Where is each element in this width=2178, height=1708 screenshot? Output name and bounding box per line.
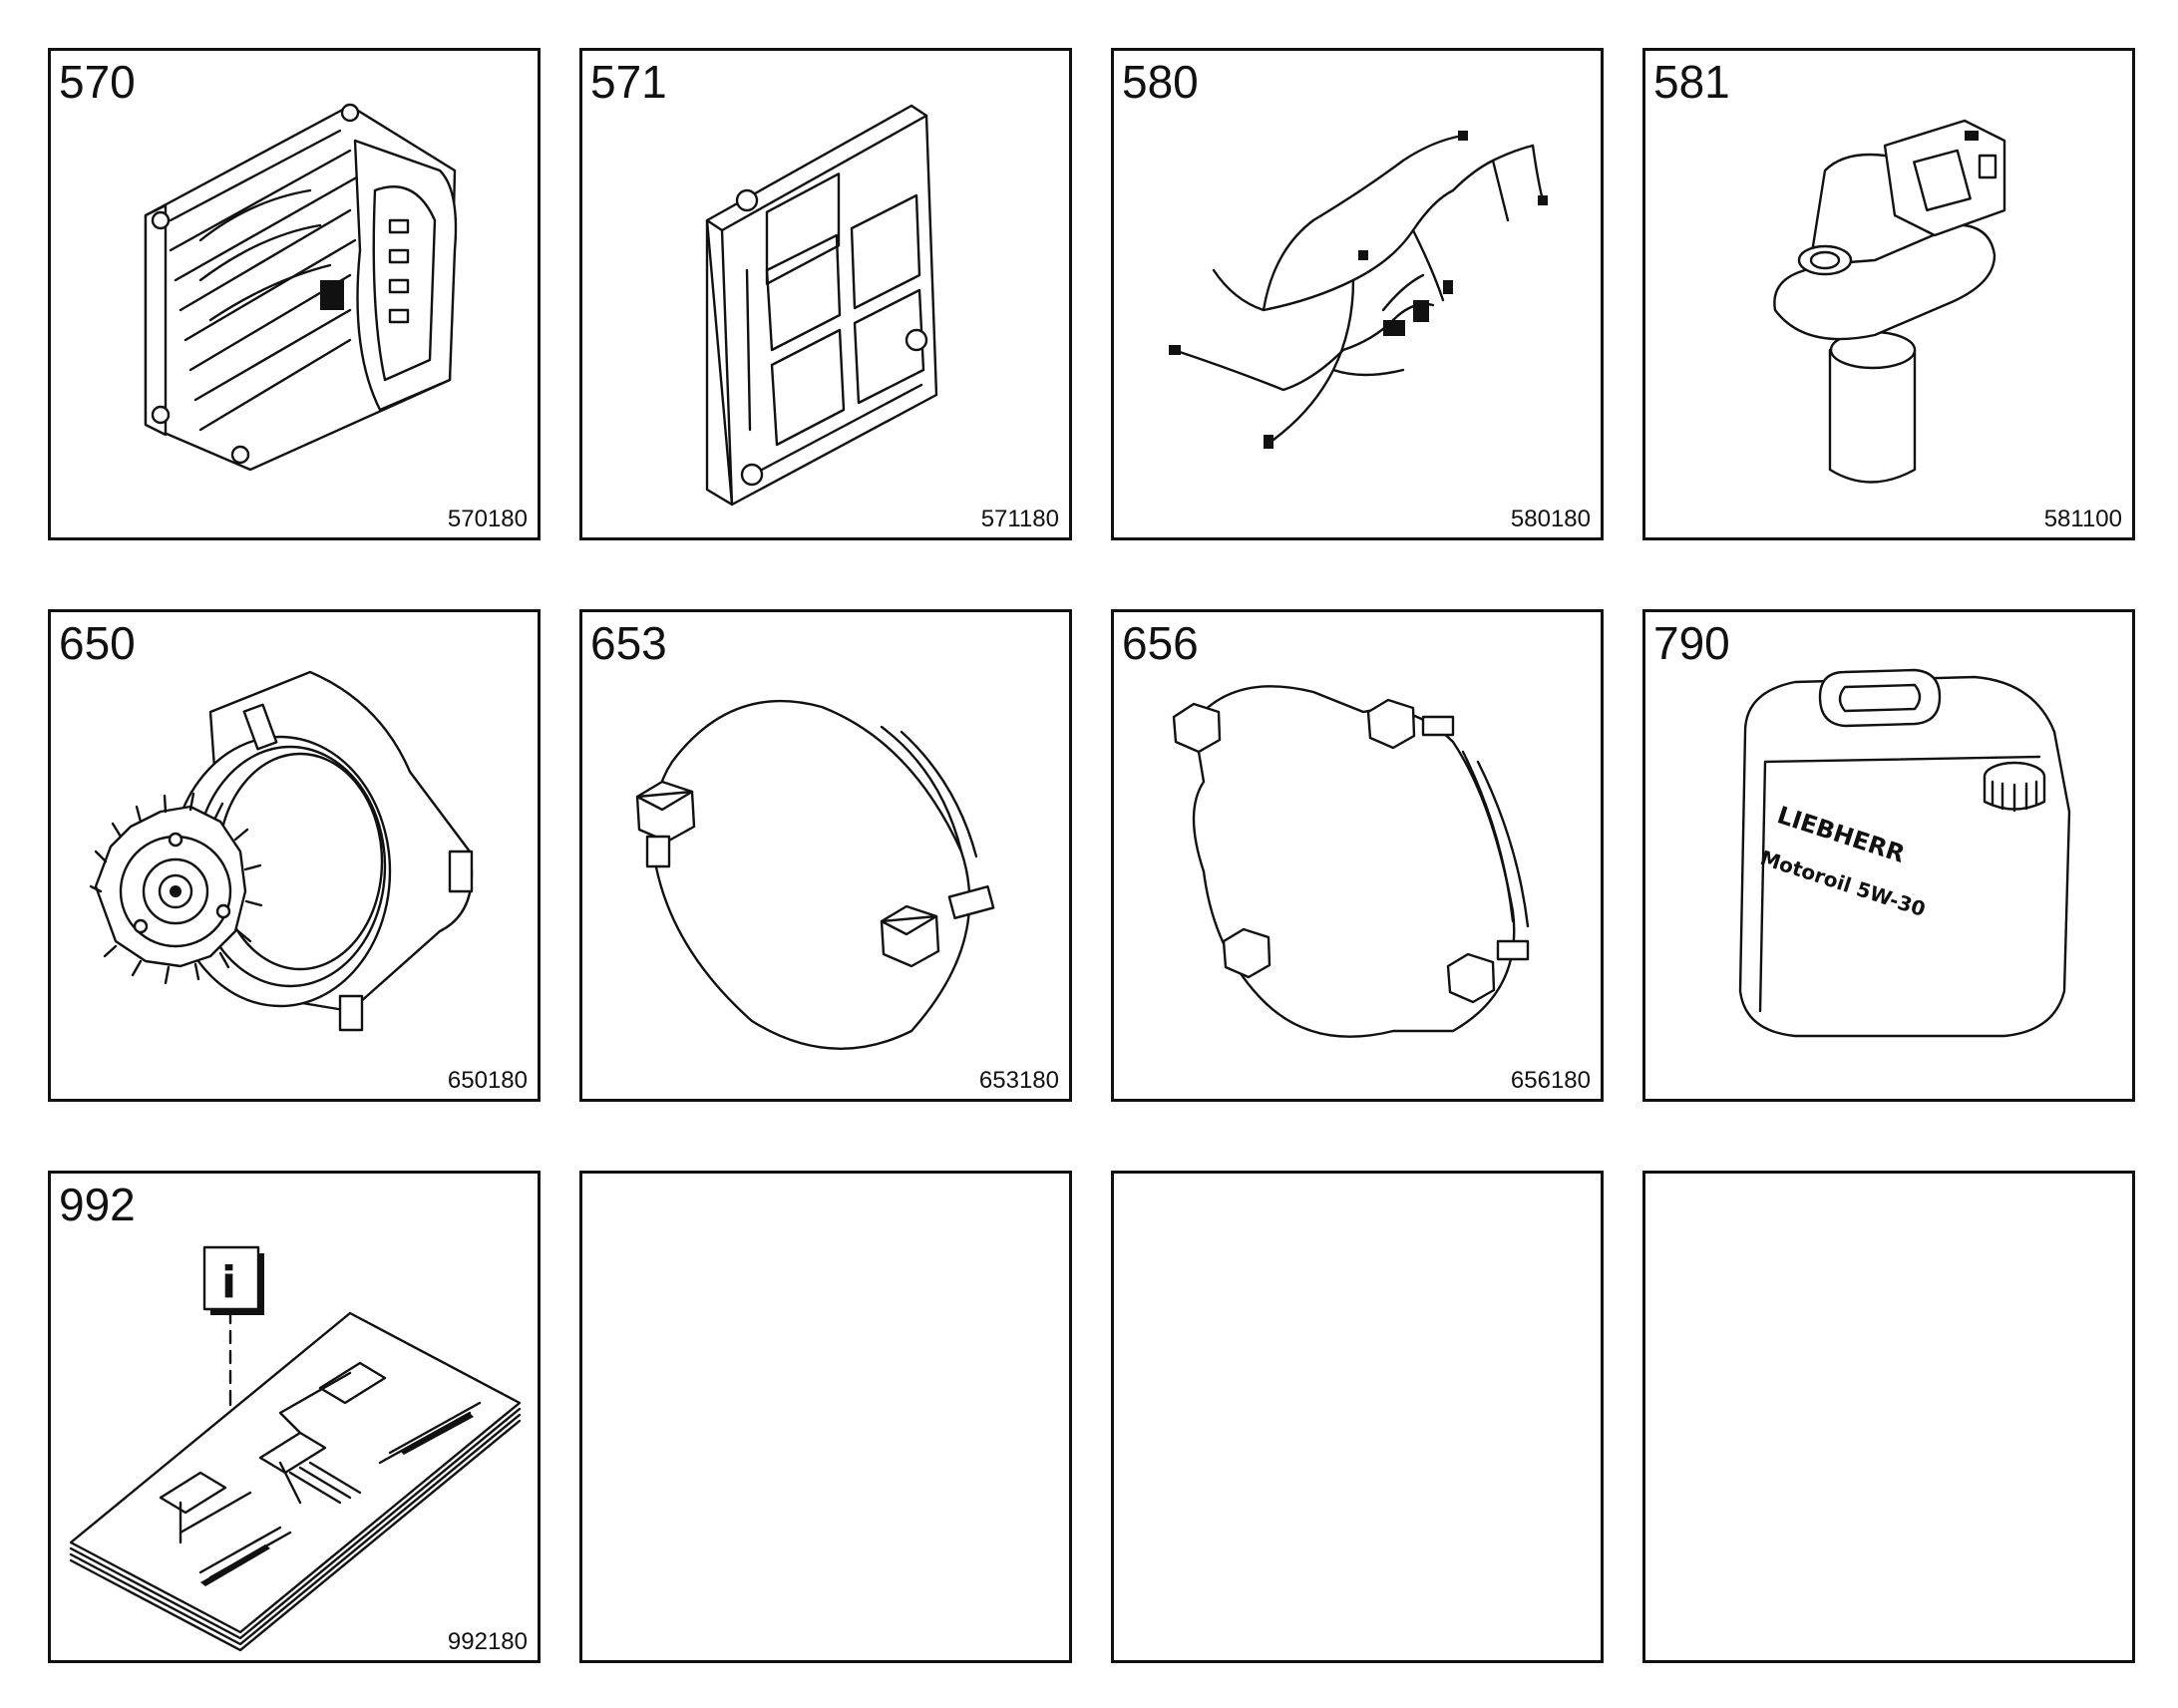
part-number: 571: [590, 56, 667, 108]
wiring-harness-icon: [1169, 131, 1548, 449]
cover-plate-four-bolt-icon: [1114, 612, 1601, 1099]
part-cell-790[interactable]: LIEBHERR Motoroil 5W-30 790: [1642, 609, 2135, 1102]
part-number: 790: [1653, 617, 1730, 669]
cover-plate-two-bolt-icon: [582, 612, 1069, 1099]
oil-canister-icon: LIEBHERR Motoroil 5W-30: [1645, 612, 2132, 1099]
part-number: 650: [59, 617, 136, 669]
empty-cell: [1642, 1171, 2135, 1663]
control-unit-icon: [51, 51, 538, 537]
part-code: 581100: [2043, 506, 2122, 532]
part-code: 580180: [1510, 506, 1591, 532]
documentation-icon: i: [51, 1174, 538, 1660]
mounting-plate-icon: [582, 51, 1069, 537]
part-cell-570[interactable]: 570 570180: [48, 48, 541, 540]
speed-sensor-icon: [1645, 51, 2132, 537]
part-number: 992: [59, 1179, 136, 1230]
part-number: 581: [1653, 56, 1730, 108]
part-code: 571180: [980, 506, 1059, 532]
part-code: 653180: [978, 1067, 1059, 1094]
part-cell-580[interactable]: 580 580180: [1111, 48, 1604, 540]
part-cell-581[interactable]: 581 581100: [1642, 48, 2135, 540]
empty-cell: [579, 1171, 1072, 1663]
part-cell-992[interactable]: i 992 992180: [48, 1171, 541, 1663]
info-letter: i: [221, 1257, 236, 1308]
part-cell-650[interactable]: 650 650180: [48, 609, 541, 1102]
part-number: 653: [590, 617, 667, 669]
part-cell-653[interactable]: 653 653180: [579, 609, 1072, 1102]
part-code: 650180: [447, 1067, 528, 1094]
empty-cell: [1111, 1171, 1604, 1663]
part-number: 570: [59, 56, 136, 108]
part-code: 992180: [447, 1628, 528, 1655]
part-number: 580: [1122, 56, 1199, 108]
part-cell-656[interactable]: 656 656180: [1111, 609, 1604, 1102]
part-code: 656180: [1510, 1067, 1591, 1094]
part-cell-571[interactable]: 571 571180: [579, 48, 1072, 540]
gear-pump-icon: [51, 612, 538, 1099]
part-number: 656: [1122, 617, 1199, 669]
part-code: 570180: [447, 506, 528, 532]
